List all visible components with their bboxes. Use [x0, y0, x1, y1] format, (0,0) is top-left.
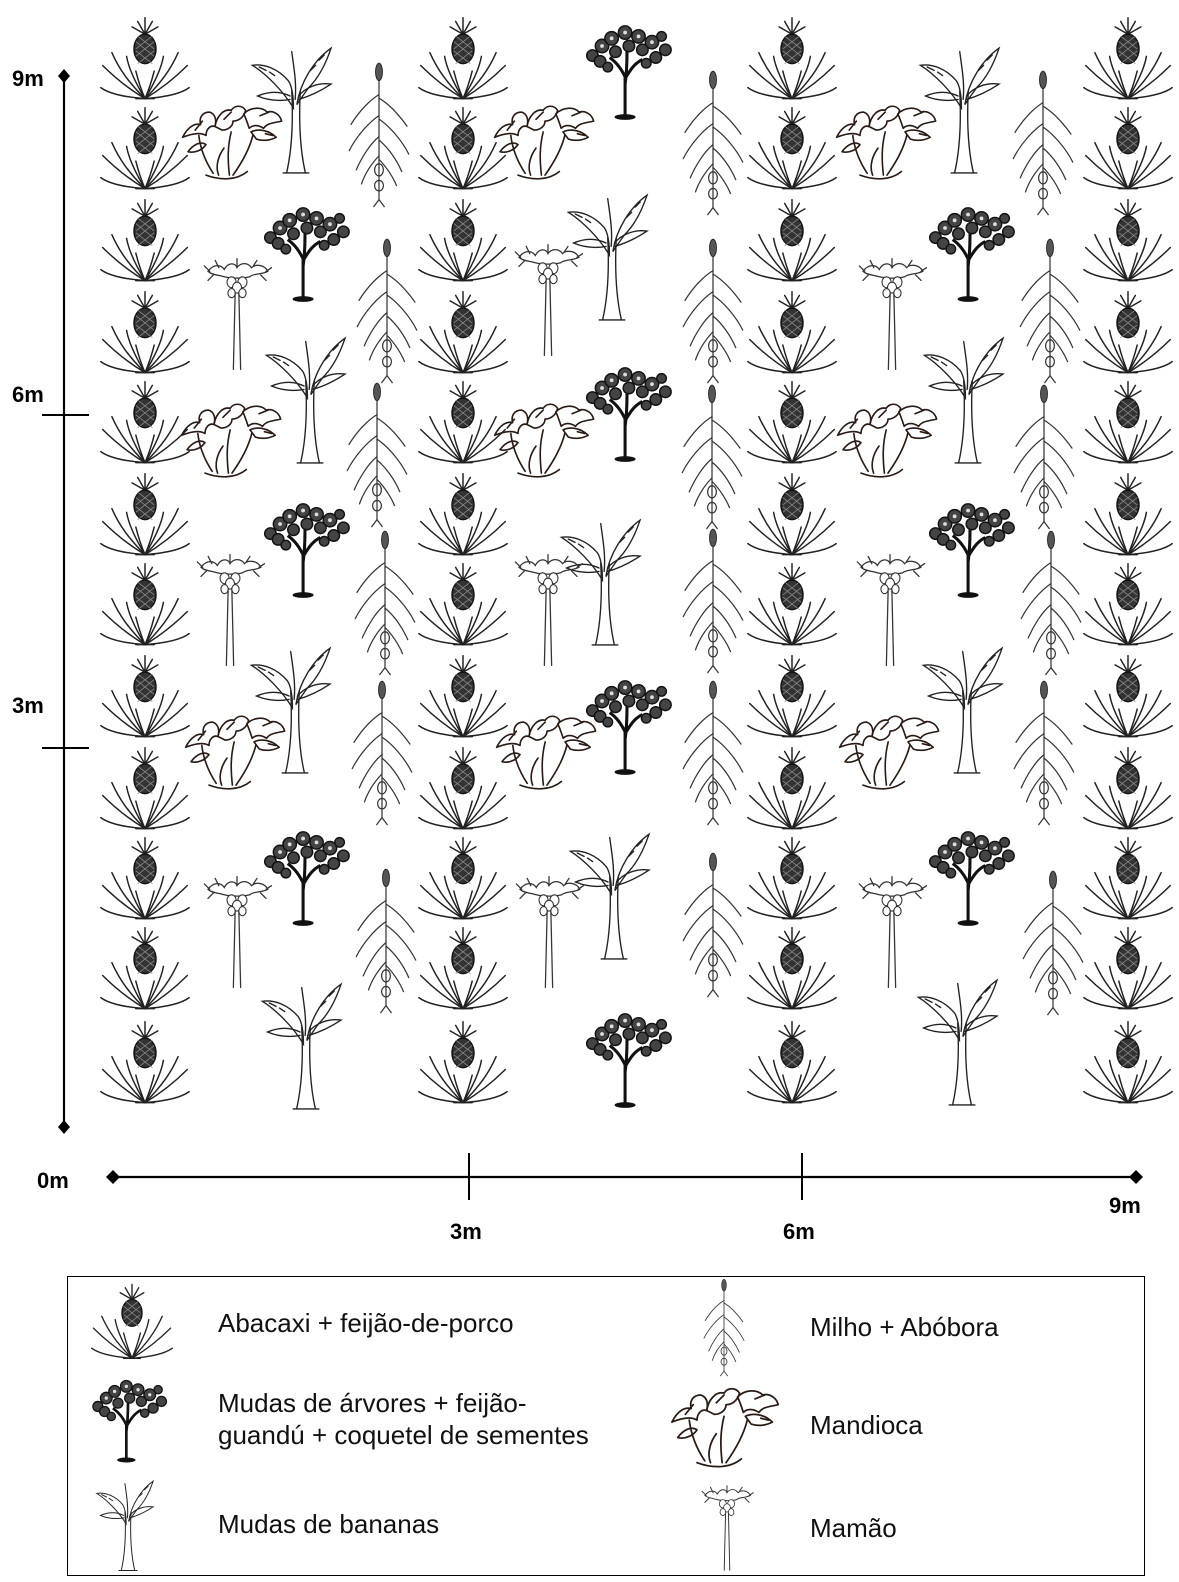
- legend-item-bananas: Mudas de bananas: [92, 1475, 439, 1573]
- legend-label-mamao: Mamão: [810, 1512, 897, 1544]
- papaya-icon: [696, 1483, 758, 1573]
- cassava-icon: [668, 1381, 784, 1469]
- axes: [0, 0, 1179, 1260]
- legend-label-mandioca: Mandioca: [810, 1409, 923, 1441]
- y-axis-label-9m: 9m: [12, 66, 44, 92]
- x-axis-label-0m: 0m: [37, 1168, 69, 1194]
- x-axis-label-3m: 3m: [450, 1219, 482, 1245]
- legend-item-milho: Milho + Abóbora: [696, 1277, 999, 1377]
- legend-label-arvores-line1: Mudas de árvores + feijão-: [218, 1387, 589, 1419]
- legend-item-abacaxi: Abacaxi + feijão-de-porco: [76, 1281, 514, 1365]
- y-axis-label-6m: 6m: [12, 382, 44, 408]
- banana-icon: [92, 1475, 164, 1573]
- x-axis-right-marker: [1129, 1170, 1143, 1184]
- legend-label-arvores: Mudas de árvores + feijão- guandú + coqu…: [218, 1387, 589, 1451]
- y-axis-label-3m: 3m: [12, 693, 44, 719]
- tree-seedling-icon: [82, 1373, 174, 1465]
- x-axis-left-marker: [106, 1170, 120, 1184]
- y-axis-bottom-marker: [58, 1120, 70, 1134]
- x-axis-label-6m: 6m: [783, 1219, 815, 1245]
- legend-item-arvores: Mudas de árvores + feijão- guandú + coqu…: [82, 1373, 589, 1465]
- planting-layout-diagram: 9m 6m 3m 0m 3m 6m 9m: [0, 0, 1179, 1260]
- pineapple-icon: [76, 1281, 188, 1365]
- legend-item-mandioca: Mandioca: [668, 1381, 923, 1469]
- corn-icon: [696, 1277, 752, 1377]
- y-axis-top-marker: [58, 69, 70, 83]
- legend-label-bananas: Mudas de bananas: [218, 1508, 439, 1540]
- x-axis-label-9m: 9m: [1109, 1193, 1141, 1219]
- legend-label-milho: Milho + Abóbora: [810, 1311, 999, 1343]
- legend-label-arvores-line2: guandú + coquetel de sementes: [218, 1419, 589, 1451]
- legend-box: Abacaxi + feijão-de-porco Mudas de árvor…: [67, 1276, 1145, 1576]
- legend-item-mamao: Mamão: [696, 1483, 897, 1573]
- legend-label-abacaxi: Abacaxi + feijão-de-porco: [218, 1307, 514, 1339]
